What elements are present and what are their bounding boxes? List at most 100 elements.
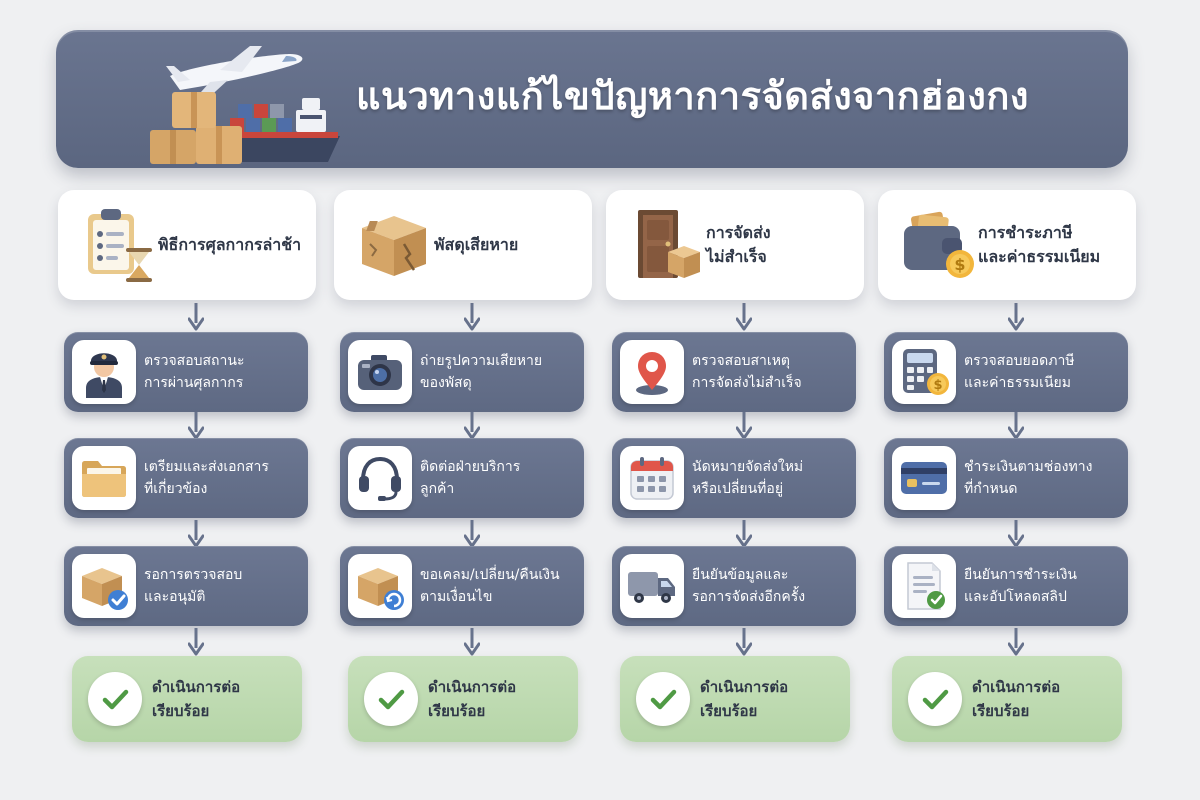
step-label: ตรวจสอบสถานะ การผ่านศุลกากร [144,353,245,391]
headset-icon [359,456,401,501]
completed-label: ดำเนินการต่อ เรียบร้อย [152,678,241,720]
arrow-down-icon [463,412,481,440]
arrow-down-icon [463,628,481,656]
step-card: ถ่ายรูปความเสียหาย ของพัสดุ [340,332,584,412]
step-label: ติดต่อฝ่ายบริการ ลูกค้า [420,459,521,497]
problem-card: $ การชำระภาษี และค่าธรรมเนียม [878,190,1136,300]
damaged-box-icon [362,216,426,276]
receipt-check-icon [907,562,945,610]
arrow-down-icon [187,412,205,440]
completed-label: ดำเนินการต่อ เรียบร้อย [700,678,789,720]
problem-label: การชำระภาษี และค่าธรรมเนียม [978,223,1101,266]
arrow-down-icon [735,412,753,440]
svg-text:$: $ [933,378,942,393]
arrow-down-icon [463,303,481,331]
box-check-icon [82,568,128,610]
door-box-icon [638,210,700,278]
arrow-down-icon [735,303,753,331]
step-icon-tile [348,554,412,618]
checkmark-icon [102,689,129,710]
arrow-down-icon [1007,628,1025,656]
svg-text:$: $ [954,255,965,274]
problem-label: พิธีการศุลกากรล่าช้า [158,235,302,254]
wallet-coin-icon: $ [904,211,974,278]
arrow-down-icon [1007,303,1025,331]
arrow-down-icon [735,520,753,548]
step-label: นัดหมายจัดส่งใหม่ หรือเปลี่ยนที่อยู่ [692,459,804,497]
folder-icon [82,461,126,497]
completed-label: ดำเนินการต่อ เรียบร้อย [428,678,517,720]
step-icon-tile [892,446,956,510]
location-pin-icon [636,352,668,395]
step-card: ขอเคลม/เปลี่ยน/คืนเงิน ตามเงื่อนไข [340,546,584,626]
step-label: ยืนยันข้อมูลและ รอการจัดส่งอีกครั้ง [692,567,806,605]
checkmark-icon [88,672,142,726]
step-label: ยืนยันการชำระเงิน และอัปโหลดสลิป [964,567,1077,605]
arrow-down-icon [1007,412,1025,440]
arrow-down-icon [735,412,753,440]
clipboard-hourglass-icon [88,209,152,282]
step-card: เตรียมและส่งเอกสาร ที่เกี่ยวข้อง [64,438,308,518]
step-card: ติดต่อฝ่ายบริการ ลูกค้า [340,438,584,518]
camera-icon [358,355,402,390]
step-label: ขอเคลม/เปลี่ยน/คืนเงิน ตามเงื่อนไข [420,567,560,605]
checkmark-icon [364,672,418,726]
problem-icon [78,204,158,284]
arrow-down-icon [1007,628,1025,656]
completed-card: ดำเนินการต่อ เรียบร้อย [620,656,850,742]
arrow-down-icon [187,303,205,331]
page-title: แนวทางแก้ไขปัญหาการจัดส่งจากฮ่องกง [356,74,1029,118]
arrow-down-icon [463,520,481,548]
problem-icon: $ [898,204,978,284]
step-card: ชำระเงินตามช่องทาง ที่กำหนด [884,438,1128,518]
step-label: เตรียมและส่งเอกสาร ที่เกี่ยวข้อง [144,459,269,497]
arrow-down-icon [187,412,205,440]
arrow-down-icon [1007,520,1025,548]
step-icon-tile [348,340,412,404]
step-card: ตรวจสอบสาเหตุ การจัดส่งไม่สำเร็จ [612,332,856,412]
arrow-down-icon [1007,303,1025,331]
checkmark-icon [378,689,405,710]
problem-icon [626,204,706,284]
arrow-down-icon [735,520,753,548]
step-card: $ ตรวจสอบยอดภาษี และค่าธรรมเนียม [884,332,1128,412]
calculator-icon: $ [903,349,949,395]
completed-card: ดำเนินการต่อ เรียบร้อย [892,656,1122,742]
step-icon-tile [620,446,684,510]
arrow-down-icon [187,628,205,656]
step-icon-tile [892,554,956,618]
step-icon-tile [72,446,136,510]
step-card: ตรวจสอบสถานะ การผ่านศุลกากร [64,332,308,412]
step-icon-tile [620,340,684,404]
step-card: ยืนยันข้อมูลและ รอการจัดส่งอีกครั้ง [612,546,856,626]
arrow-down-icon [187,628,205,656]
box-refresh-icon [358,568,404,610]
solution-column-delivery-failed: การจัดส่ง ไม่สำเร็จ ตรวจสอบสาเหตุ การจัด… [606,190,864,750]
header-banner: แนวทางแก้ไขปัญหาการจัดส่งจากฮ่องกง [56,30,1128,168]
solution-column-customs: พิธีการศุลกากรล่าช้า ตรวจสอบสถานะ การผ่า… [58,190,316,750]
step-label: ตรวจสอบยอดภาษี และค่าธรรมเนียม [964,353,1075,391]
checkmark-icon [636,672,690,726]
step-label: ตรวจสอบสาเหตุ การจัดส่งไม่สำเร็จ [692,353,802,391]
arrow-down-icon [187,303,205,331]
arrow-down-icon [463,303,481,331]
step-label: รอการตรวจสอบ และอนุมัติ [144,567,243,605]
step-card: ยืนยันการชำระเงิน และอัปโหลดสลิป [884,546,1128,626]
arrow-down-icon [187,520,205,548]
arrow-down-icon [1007,412,1025,440]
step-card: รอการตรวจสอบ และอนุมัติ [64,546,308,626]
completed-card: ดำเนินการต่อ เรียบร้อย [348,656,578,742]
step-icon-tile [348,446,412,510]
checkmark-icon [908,672,962,726]
problem-card: พัสดุเสียหาย [334,190,592,300]
step-icon-tile [620,554,684,618]
checkmark-icon [922,689,949,710]
arrow-down-icon [463,412,481,440]
completed-label: ดำเนินการต่อ เรียบร้อย [972,678,1061,720]
arrow-down-icon [187,520,205,548]
arrow-down-icon [463,628,481,656]
completed-card: ดำเนินการต่อ เรียบร้อย [72,656,302,742]
customs-officer-icon [86,353,122,398]
step-icon-tile [72,554,136,618]
step-icon-tile [72,340,136,404]
